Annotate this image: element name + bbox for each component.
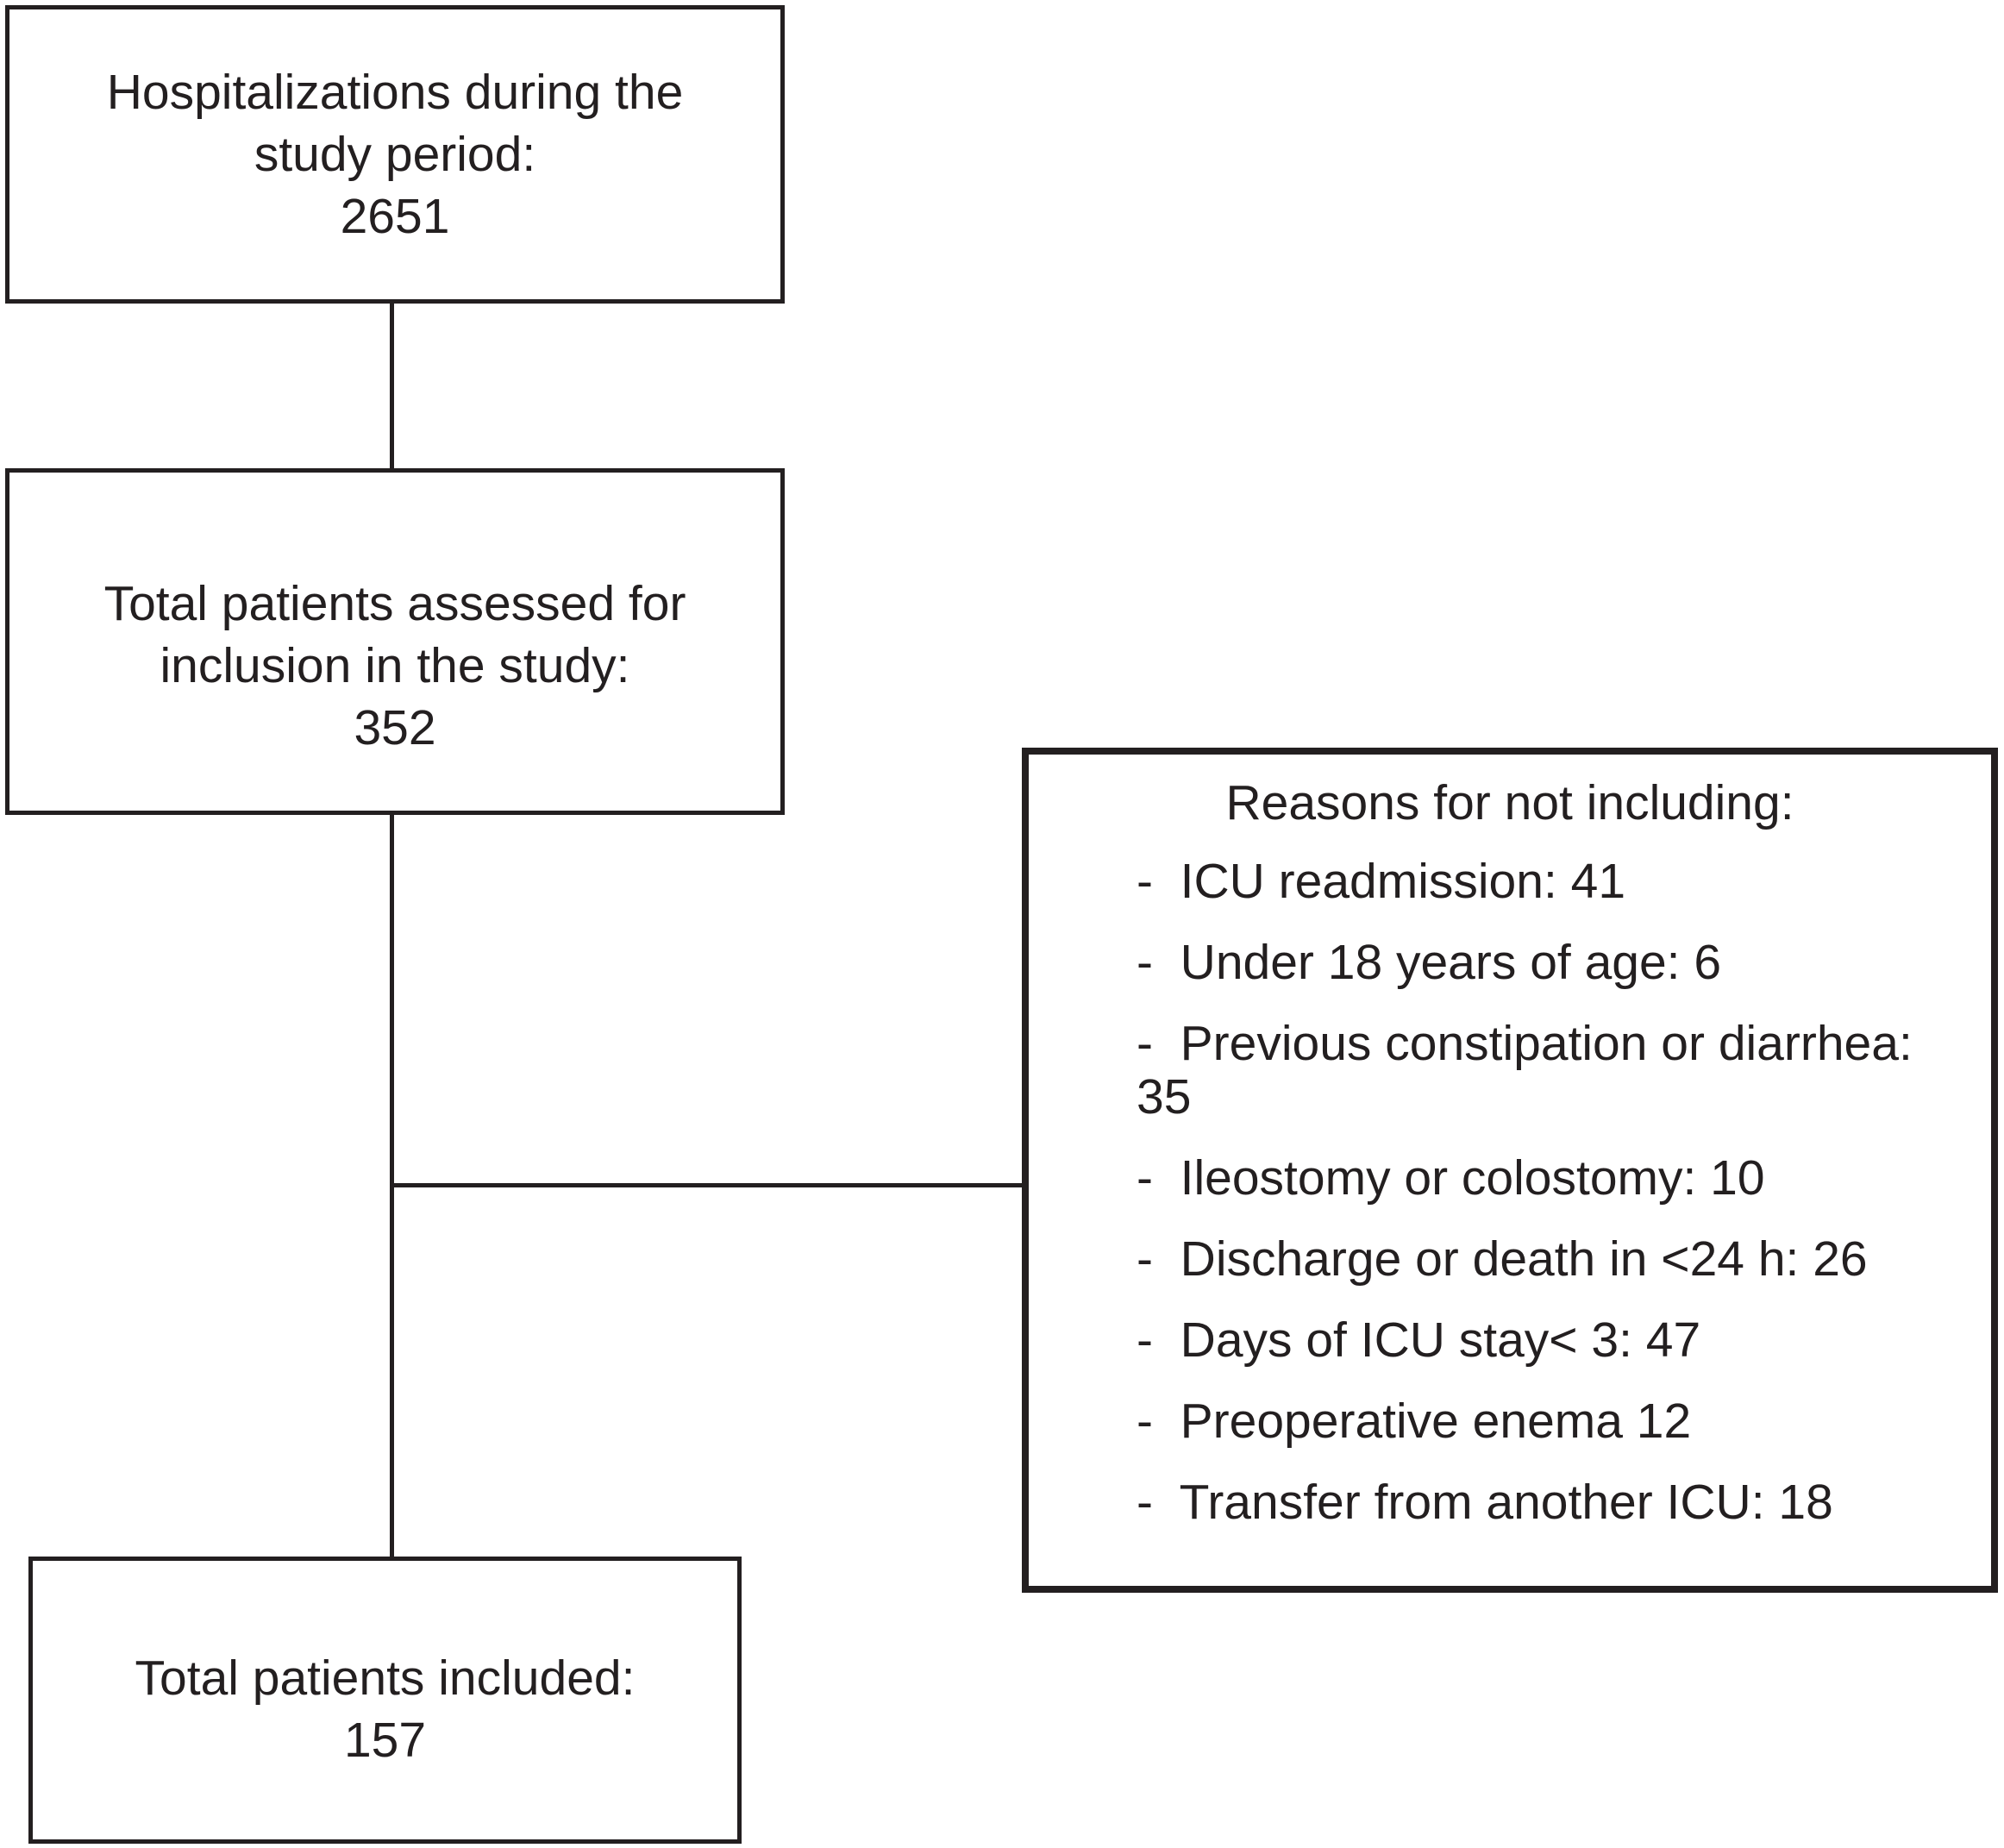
node-assessed: Total patients assessed for inclusion in… <box>5 468 785 815</box>
exclusion-item-preoperative-enema: - Preoperative enema 12 <box>1137 1394 1692 1449</box>
exclusions-title: Reasons for not including: <box>1225 775 1794 830</box>
node-hospitalizations-text: Hospitalizations during the study period… <box>106 65 684 244</box>
connector-hospitalizations-to-assessed <box>390 302 394 470</box>
exclusions-list: - ICU readmission: 41 - Under 18 years o… <box>1137 855 1957 1529</box>
exclusion-item-icu-stay-less-3: - Days of ICU stay< 3: 47 <box>1137 1312 1701 1368</box>
node-included: Total patients included: 157 <box>28 1557 742 1844</box>
exclusion-item-under-18: - Under 18 years of age: 6 <box>1137 935 1722 990</box>
node-assessed-text: Total patients assessed for inclusion in… <box>103 575 686 755</box>
exclusion-item-icu-readmission: - ICU readmission: 41 <box>1137 854 1626 909</box>
exclusion-item-previous-constipation-diarrhea: - Previous constipation or diarrhea: 35 <box>1137 1016 1913 1124</box>
connector-branch-to-exclusions <box>390 1183 1025 1187</box>
exclusion-item-discharge-death-24h: - Discharge or death in <24 h: 26 <box>1137 1231 1868 1287</box>
node-included-text: Total patients included: 157 <box>135 1650 636 1768</box>
exclusion-item-transfer-another-icu: - Transfer from another ICU: 18 <box>1137 1475 1833 1530</box>
node-exclusions: Reasons for not including: - ICU readmis… <box>1022 748 1998 1593</box>
exclusion-item-ileostomy-colostomy: - Ileostomy or colostomy: 10 <box>1137 1150 1765 1206</box>
node-hospitalizations: Hospitalizations during the study period… <box>5 5 785 304</box>
